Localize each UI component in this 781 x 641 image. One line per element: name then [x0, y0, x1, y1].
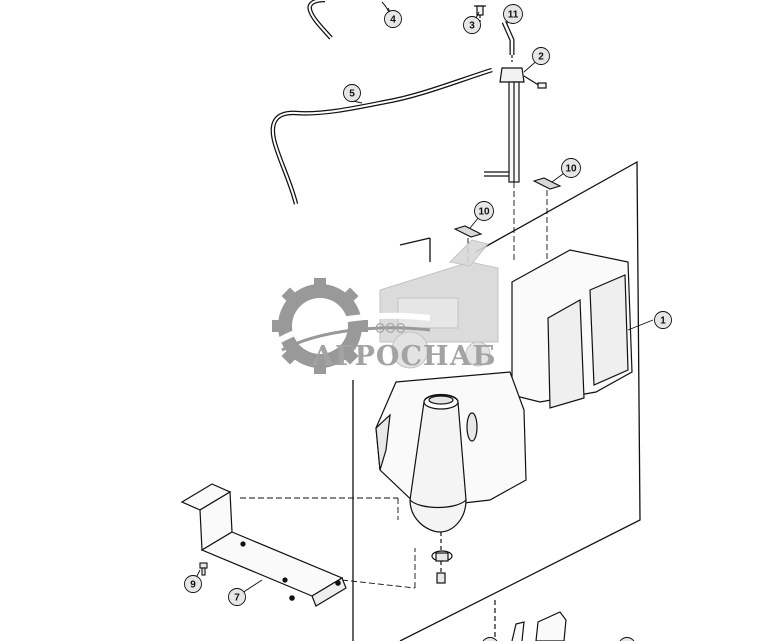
- assembly-lines: [240, 182, 548, 589]
- svg-text:11: 11: [508, 10, 519, 21]
- svg-text:5: 5: [349, 89, 355, 100]
- svg-text:10: 10: [565, 164, 577, 175]
- sensor-assembly: [474, 5, 547, 183]
- reservoir-panel: [352, 160, 641, 641]
- watermark-brand: АГРОСНАБ: [312, 341, 497, 372]
- svg-text:1: 1: [660, 316, 666, 327]
- harvester-icon: [379, 239, 499, 369]
- pads-10: [453, 177, 562, 238]
- gear-icon: [272, 278, 431, 374]
- svg-text:7: 7: [234, 593, 240, 604]
- callout-3: 3: [463, 16, 481, 34]
- callout-partial-bottom: [482, 637, 635, 641]
- callout-4: 4: [384, 10, 402, 28]
- bracket-7: [180, 483, 347, 607]
- callout-11: 11: [503, 4, 523, 24]
- svg-text:2: 2: [538, 52, 544, 63]
- callout-10-lower: 10: [474, 201, 494, 221]
- reservoir-tank: [375, 249, 633, 584]
- watermark-prefix: ООО: [375, 322, 406, 337]
- bolt-9: [199, 562, 208, 576]
- callout-9: 9: [184, 575, 202, 593]
- callout-10-upper: 10: [561, 158, 581, 178]
- agrosnab-watermark: ООО АГРОСНАБ: [272, 239, 499, 374]
- hose-4: [307, 0, 391, 40]
- callout-5: 5: [343, 84, 361, 102]
- callout-7: 7: [228, 588, 246, 606]
- svg-text:3: 3: [469, 21, 475, 32]
- bottom-parts: [494, 600, 567, 641]
- svg-text:10: 10: [478, 207, 490, 218]
- callout-1: 1: [654, 311, 672, 329]
- hose-5: [270, 67, 493, 205]
- svg-text:4: 4: [390, 15, 396, 26]
- callout-2: 2: [532, 47, 550, 65]
- svg-text:9: 9: [190, 580, 196, 591]
